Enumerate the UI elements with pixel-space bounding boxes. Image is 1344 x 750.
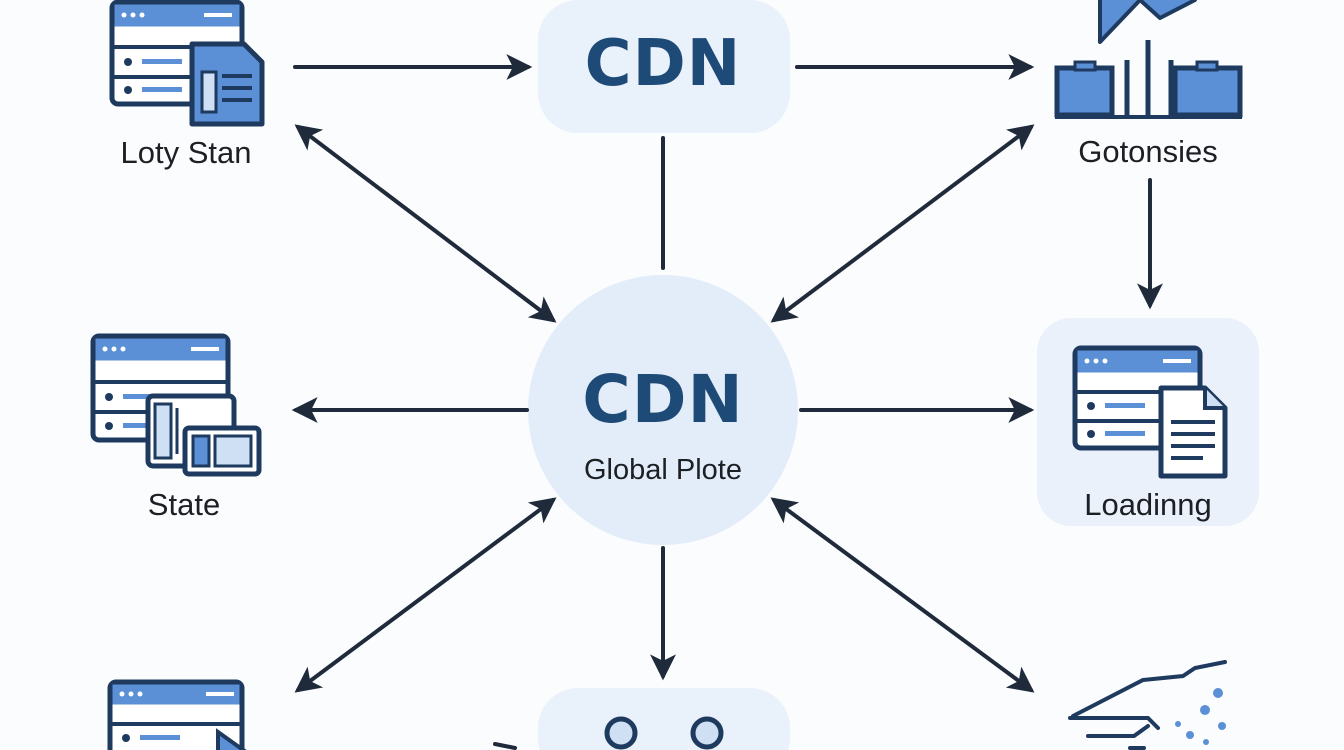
- arrow-topleft-hub: [294, 124, 557, 323]
- network-scatter-icon: [1068, 660, 1227, 750]
- cdn-top-title: CDN: [584, 27, 742, 101]
- people-icon: [604, 716, 724, 750]
- loading-server-document-icon: [1072, 345, 1228, 479]
- arrow-bottom-partial-left: [493, 742, 517, 750]
- node-cdn-hub[interactable]: [528, 275, 798, 545]
- node-bottom-center[interactable]: [538, 688, 790, 750]
- label-gotonsies: Gotonsies: [1078, 134, 1218, 169]
- cdn-hub-title: CDN: [582, 361, 744, 438]
- arrow-topright-hub: [770, 124, 1035, 323]
- cdn-hub-subtitle: Global Plote: [584, 454, 742, 486]
- label-state: State: [147, 487, 221, 522]
- label-loty-stan: Loty Stan: [120, 135, 252, 170]
- node-cdn-top[interactable]: [538, 0, 790, 133]
- org-chart-growth-icon: [1054, 0, 1243, 119]
- bottom-server-icon: [107, 679, 247, 750]
- arrow-hub-bottomleft: [294, 497, 557, 693]
- server-document-icon: [109, 0, 265, 127]
- server-blocks-icon: [90, 333, 262, 477]
- arrow-hub-bottomright: [770, 497, 1035, 693]
- label-loadinng: Loadinng: [1084, 487, 1212, 522]
